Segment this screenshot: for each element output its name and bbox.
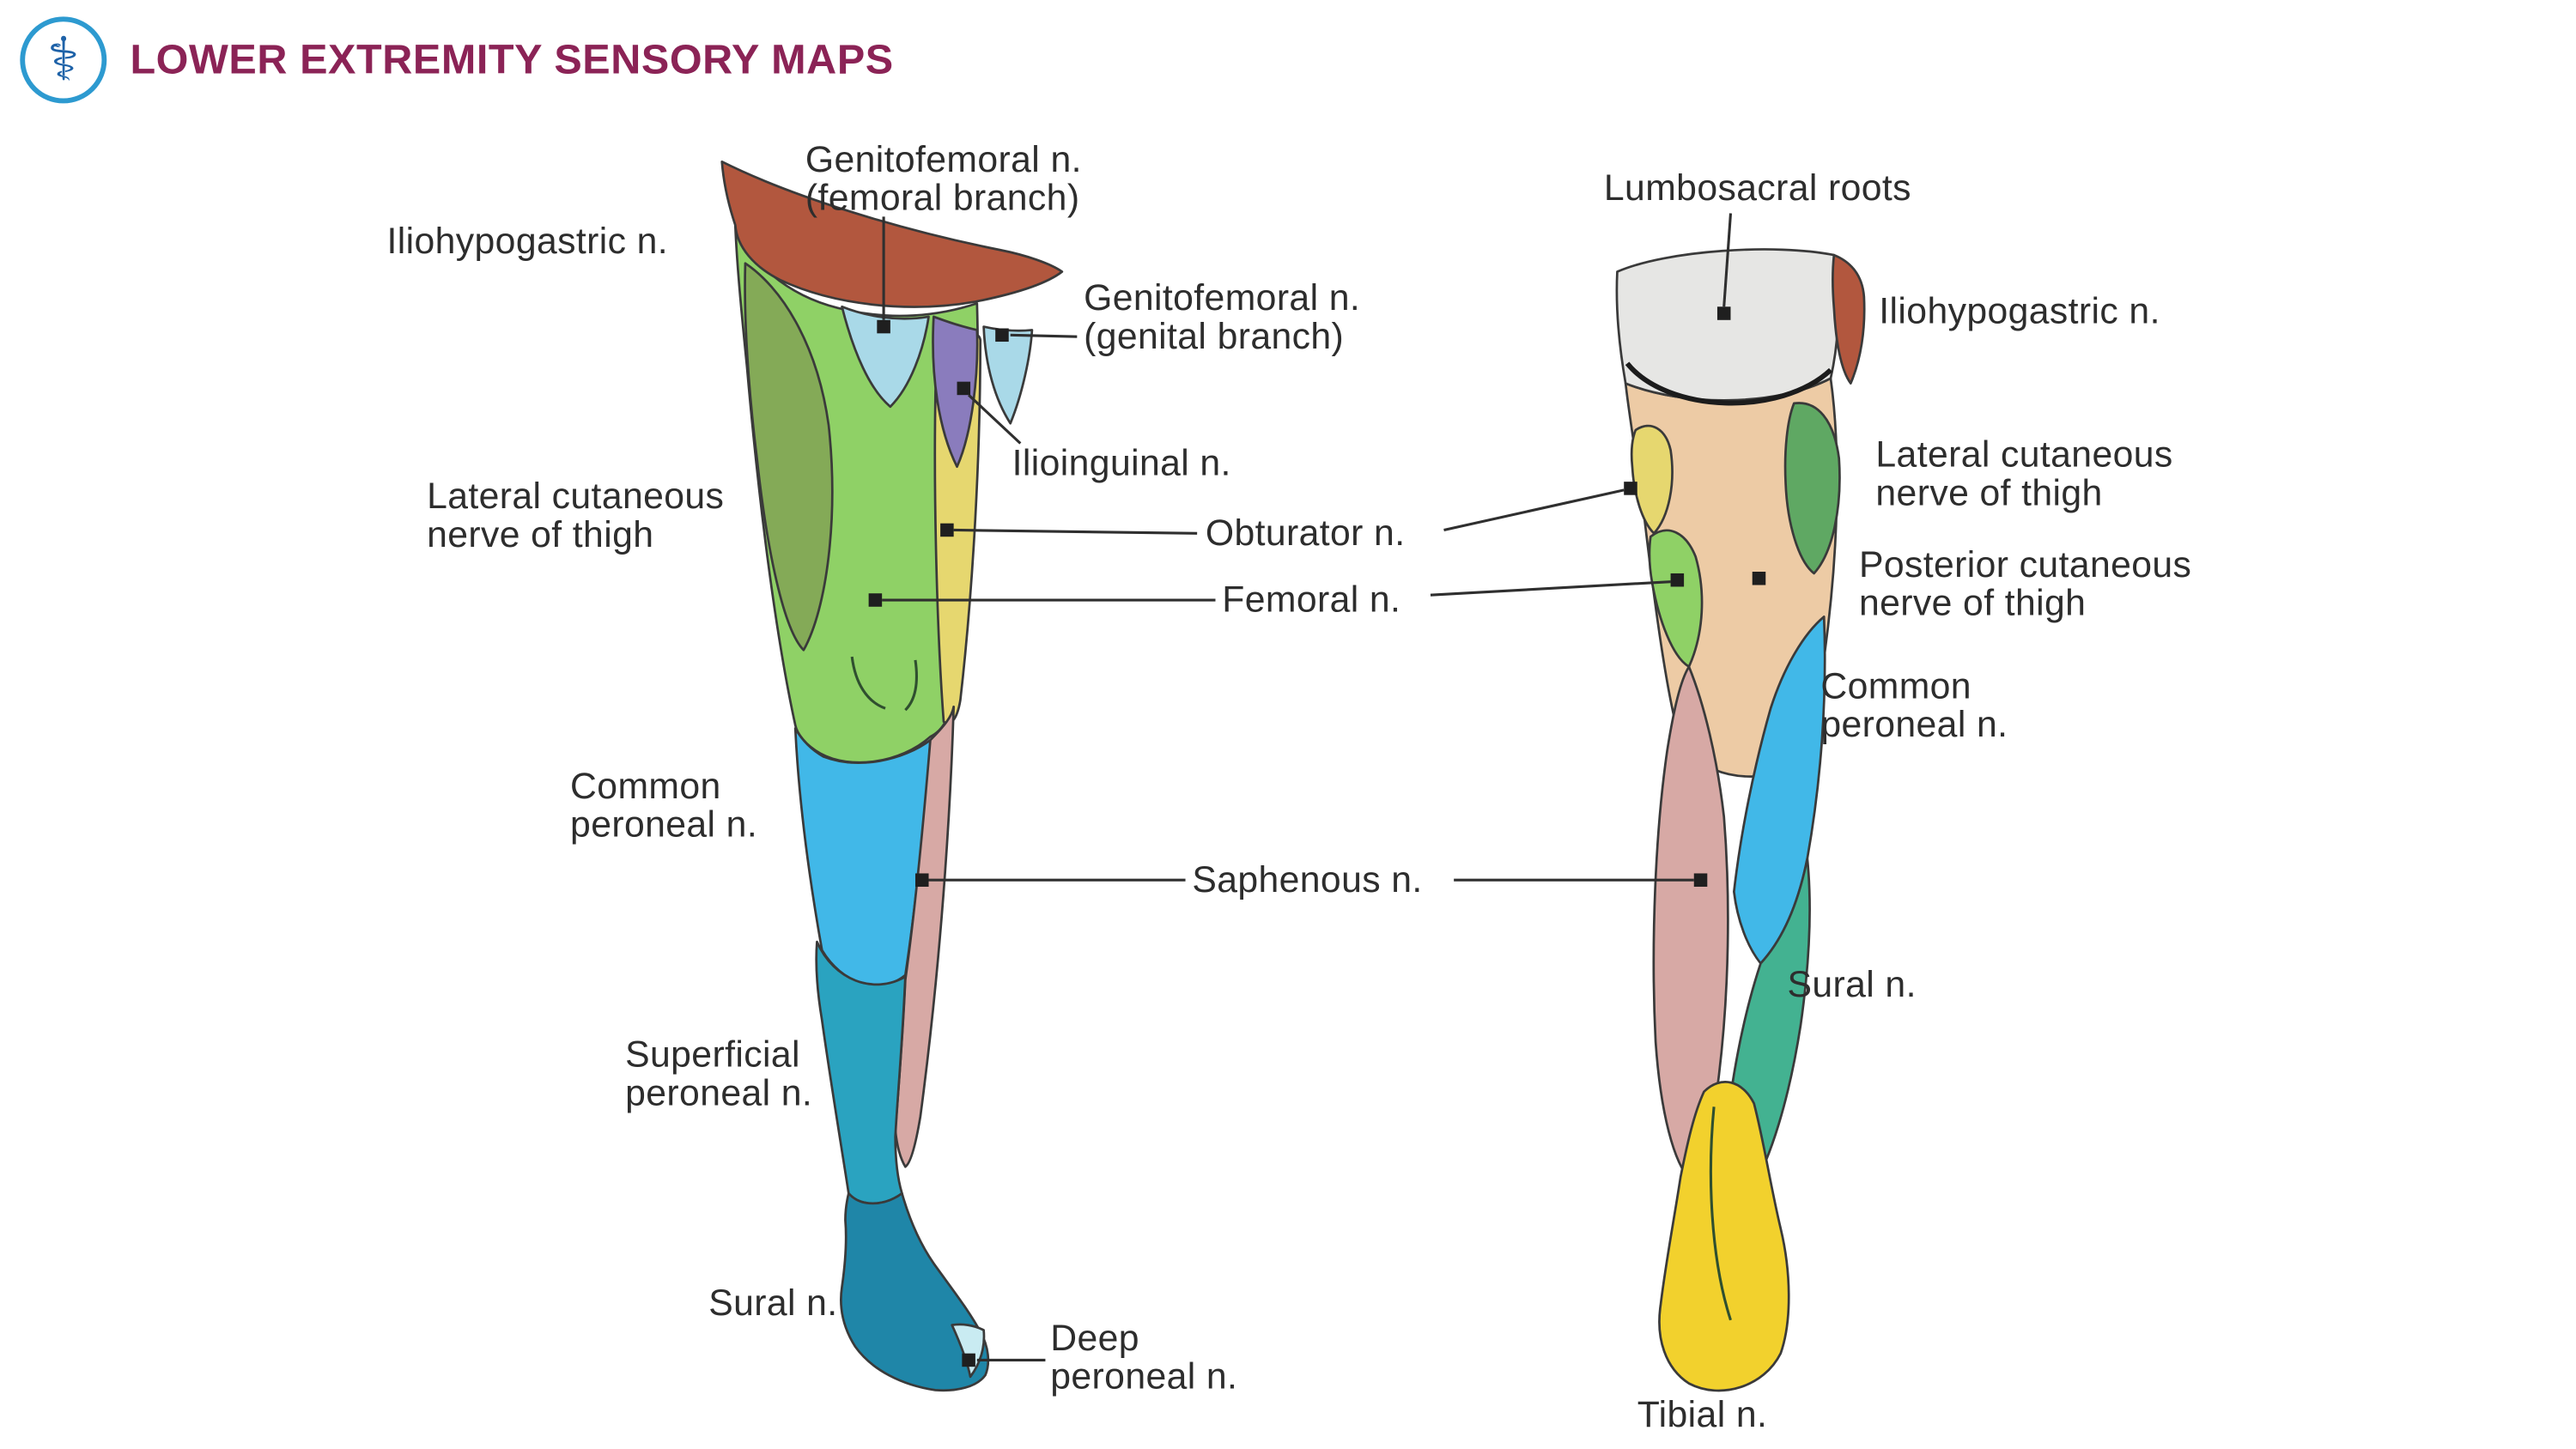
- region-genitofemoral-genital-branch: [982, 325, 1034, 425]
- marker-genitofemoral-genital: [995, 328, 1009, 343]
- region-tibial: [1658, 1081, 1790, 1392]
- label-iliohypogastric-posterior: Iliohypogastric n.: [1879, 289, 2160, 332]
- label-lumbosacral-roots: Lumbosacral roots: [1603, 167, 1911, 209]
- region-iliohypogastric-anterior: [720, 160, 1064, 308]
- markers: [868, 306, 1766, 1367]
- label-saphenous: Saphenous n.: [1192, 858, 1423, 900]
- marker-femoral-left: [868, 593, 883, 607]
- label-obturator: Obturator n.: [1205, 512, 1406, 554]
- header: ⚕ LOWER EXTREMITY SENSORY MAPS: [20, 16, 894, 104]
- leader-line-obturator-left: [953, 528, 1198, 535]
- leader-lines: [882, 213, 1733, 1361]
- label-tibial: Tibial n.: [1637, 1393, 1768, 1435]
- heel-contour-line: [1709, 1106, 1732, 1321]
- marker-femoral-right: [1670, 573, 1685, 587]
- label-superficial-peroneal: Superficial peroneal n.: [625, 1033, 813, 1114]
- label-ilioinguinal: Ilioinguinal n.: [1012, 441, 1231, 484]
- marker-obturator-right: [1624, 482, 1637, 495]
- label-deep-peroneal: Deep peroneal n.: [1050, 1316, 1238, 1397]
- knee-contour-line: [850, 656, 886, 710]
- label-iliohypogastric-anterior: Iliohypogastric n.: [386, 220, 669, 262]
- region-ilioinguinal: [932, 315, 979, 469]
- page-title: LOWER EXTREMITY SENSORY MAPS: [130, 35, 894, 83]
- region-deep-peroneal: [951, 1323, 986, 1379]
- label-common-peroneal-anterior: Common peroneal n.: [570, 765, 758, 846]
- marker-saphenous-right: [1693, 873, 1708, 887]
- leader-line-lumbosacral: [1722, 213, 1733, 307]
- gluteal-fold-line: [1625, 361, 1832, 406]
- leader-line-obturator-right: [1443, 488, 1625, 531]
- label-sural-anterior: Sural n.: [708, 1282, 838, 1324]
- marker-lumbosacral: [1716, 306, 1731, 320]
- label-common-peroneal-posterior: Common peroneal n.: [1820, 664, 2008, 746]
- label-lateral-cutaneous-posterior: Lateral cutaneous nerve of thigh: [1875, 433, 2173, 514]
- marker-saphenous-left: [914, 873, 929, 887]
- region-lateral-cutaneous-anterior: [744, 262, 834, 652]
- marker-ilioinguinal: [957, 381, 971, 396]
- leader-line-femoral-right: [1430, 580, 1671, 597]
- figure-anterior-leg: [720, 160, 1064, 1392]
- region-lumbosacral-roots: [1615, 248, 1839, 402]
- marker-genitofemoral-femoral: [877, 319, 890, 334]
- leader-line-genitofemoral-genital: [1010, 333, 1078, 338]
- marker-posterior-cutaneous: [1752, 572, 1766, 585]
- marker-deep-peroneal: [962, 1353, 975, 1367]
- label-genitofemoral-genital-branch: Genitofemoral n. (genital branch): [1084, 276, 1361, 357]
- region-lateral-cutaneous-posterior: [1783, 402, 1841, 575]
- knee-contour-line: [904, 659, 919, 712]
- region-iliohypogastric-posterior: [1832, 253, 1866, 385]
- marker-obturator-left: [940, 523, 954, 537]
- label-femoral: Femoral n.: [1222, 578, 1401, 621]
- label-genitofemoral-femoral-branch: Genitofemoral n. (femoral branch): [805, 138, 1082, 219]
- label-posterior-cutaneous: Posterior cutaneous nerve of thigh: [1858, 543, 2192, 624]
- region-saphenous-anterior: [894, 705, 956, 1168]
- region-femoral-posterior: [1648, 529, 1704, 669]
- leader-line-ilioinguinal: [968, 394, 1022, 445]
- region-sural-anterior: [840, 1191, 990, 1392]
- label-sural-posterior: Sural n.: [1787, 963, 1917, 1005]
- medical-staff-logo-icon: ⚕: [20, 16, 107, 104]
- label-lateral-cutaneous-anterior: Lateral cutaneous nerve of thigh: [427, 475, 725, 555]
- figure-posterior-leg: [1615, 248, 1866, 1392]
